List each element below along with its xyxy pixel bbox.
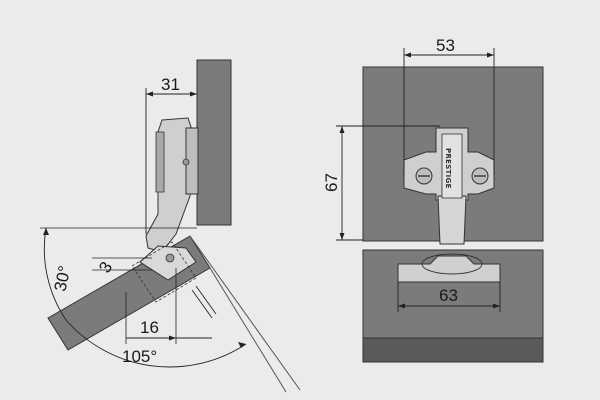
cup-dashed-outline xyxy=(131,241,197,303)
screw-left-icon xyxy=(415,167,433,185)
door-swing-outline xyxy=(209,267,287,393)
angle-label-105: 105° xyxy=(122,347,157,366)
angle-label-30: 30° xyxy=(51,264,75,293)
door-swing-outline-2 xyxy=(189,235,301,391)
angle-30-arc xyxy=(43,227,67,321)
arrow-icon xyxy=(339,233,345,240)
screw-head-icon xyxy=(182,158,190,166)
arrow-icon xyxy=(493,303,500,309)
arrow-icon xyxy=(404,52,411,58)
pivot-icon xyxy=(165,253,175,263)
hinge-body-detail xyxy=(155,131,165,193)
arrow-icon xyxy=(190,91,197,97)
arrow-icon xyxy=(146,91,153,97)
dim-label-63: 63 xyxy=(439,286,458,305)
hinge-cup xyxy=(139,245,197,281)
side-view: 31 3 30° 105° 16 xyxy=(40,59,301,393)
hinge-arm-front xyxy=(437,195,467,245)
cup-plate xyxy=(397,255,501,283)
dim-label-31: 31 xyxy=(161,75,180,94)
front-view: PRESTIGE 53 67 63 xyxy=(322,36,544,363)
screw-right-icon xyxy=(471,167,489,185)
angle-105-arc xyxy=(65,319,247,368)
dim-label-16: 16 xyxy=(140,318,159,337)
arrow-icon xyxy=(339,126,345,133)
arrow-icon xyxy=(169,335,176,341)
brand-label: PRESTIGE xyxy=(444,148,452,189)
arrow-icon xyxy=(398,303,405,309)
cabinet-wall-panel xyxy=(196,59,232,226)
cup-recess xyxy=(421,253,483,275)
slot-line-2 xyxy=(195,285,217,315)
lower-panel-edge xyxy=(362,337,544,363)
hinge-arm xyxy=(145,117,193,253)
arrow-icon xyxy=(43,228,49,235)
arrow-icon xyxy=(238,342,246,348)
dim-label-3: 3 xyxy=(95,258,116,276)
dim-label-67: 67 xyxy=(322,173,341,192)
slot-line xyxy=(191,289,213,319)
arm-inner xyxy=(441,133,463,199)
dim-label-53: 53 xyxy=(436,36,455,55)
arrow-icon xyxy=(487,52,494,58)
